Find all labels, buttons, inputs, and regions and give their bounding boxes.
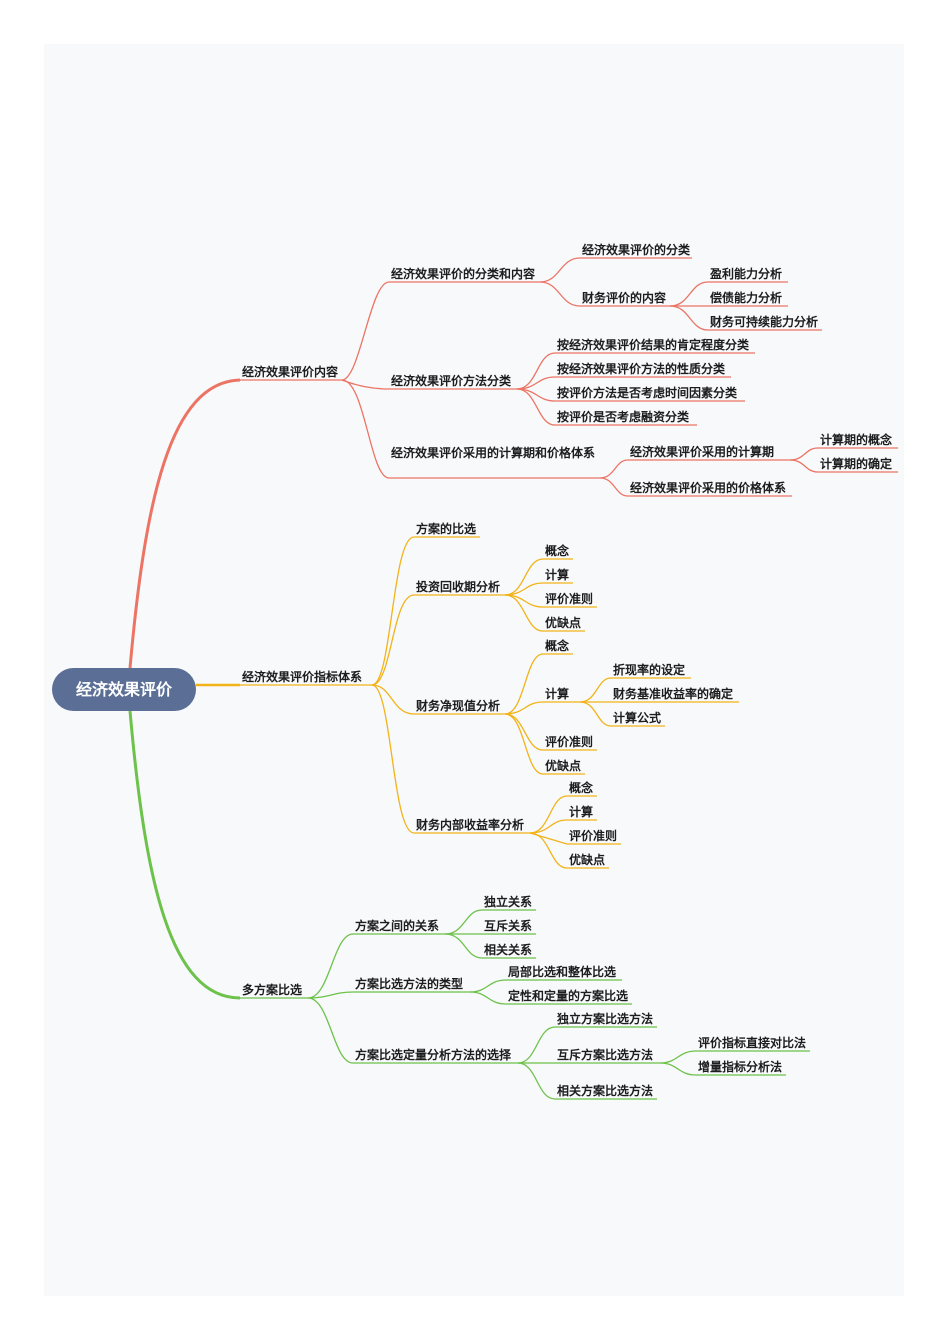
node-b2-c1[interactable]: 方案的比选 <box>416 522 477 536</box>
node-b1-c1-g1[interactable]: 经济效果评价的分类 <box>582 243 691 257</box>
edge <box>517 1062 556 1100</box>
branch-red-edges <box>128 257 898 669</box>
edge <box>529 795 568 834</box>
node-b2-c3-g2-i0[interactable]: 折现率的设定 <box>613 663 686 677</box>
node-b2-c2-i2[interactable]: 评价准则 <box>545 592 594 606</box>
node-b3-c3-g2[interactable]: 互斥方案比选方法 <box>557 1048 654 1062</box>
node-b3-c2-i0[interactable]: 局部比选和整体比选 <box>508 965 617 979</box>
edge <box>529 832 568 869</box>
node-b2-c3-g2-i2[interactable]: 计算公式 <box>613 711 662 725</box>
node-b3-c3-g1[interactable]: 独立方案比选方法 <box>557 1012 654 1026</box>
node-b1-c1-g2-i2[interactable]: 财务可持续能力分析 <box>710 315 819 329</box>
node-b2-c4-i0[interactable]: 概念 <box>569 781 594 795</box>
edge <box>539 257 581 283</box>
edge <box>579 701 612 727</box>
node-b1-c3[interactable]: 经济效果评价采用的计算期和价格体系 <box>391 446 596 460</box>
node-b1-c3-g1-i0[interactable]: 计算期的概念 <box>820 433 893 447</box>
node-b2-c3-g3[interactable]: 评价准则 <box>545 735 594 749</box>
node-b3[interactable]: 多方案比选 <box>242 983 303 997</box>
edge <box>469 979 507 993</box>
node-b2-c4[interactable]: 财务内部收益率分析 <box>416 818 525 832</box>
root-node[interactable]: 经济效果评价 <box>52 668 196 711</box>
edge <box>599 477 629 497</box>
node-b3-c3-g2-i1[interactable]: 增量指标分析法 <box>698 1060 783 1074</box>
edge <box>516 352 556 390</box>
edge <box>504 594 544 632</box>
branch-yellow-edges <box>195 536 739 869</box>
node-b1-c2-i3[interactable]: 按评价是否考虑融资分类 <box>557 410 690 424</box>
node-b3-c3[interactable]: 方案比选定量分析方法的选择 <box>355 1048 512 1062</box>
node-b2-c3-g4[interactable]: 优缺点 <box>545 759 582 773</box>
node-b1[interactable]: 经济效果评价内容 <box>242 365 339 379</box>
edge <box>517 1026 556 1064</box>
edge <box>444 909 483 935</box>
edge <box>341 281 390 381</box>
edge <box>128 710 241 1000</box>
node-b2-c3[interactable]: 财务净现值分析 <box>416 699 501 713</box>
edge <box>669 305 709 331</box>
edge <box>307 933 354 999</box>
edge <box>789 447 819 461</box>
node-b2-c2-i0[interactable]: 概念 <box>545 544 570 558</box>
edge <box>504 653 544 715</box>
node-b3-c1-i0[interactable]: 独立关系 <box>484 895 533 909</box>
edge <box>444 933 483 959</box>
edge <box>469 991 507 1005</box>
node-b1-c3-g2[interactable]: 经济效果评价采用的价格体系 <box>630 481 787 495</box>
node-b2-c2[interactable]: 投资回收期分析 <box>416 580 501 594</box>
node-b3-c1-i1[interactable]: 互斥关系 <box>484 919 533 933</box>
node-b3-c2[interactable]: 方案比选方法的类型 <box>355 977 464 991</box>
branch-green-edges <box>128 710 810 1100</box>
edge <box>371 684 415 715</box>
node-b2-c3-g1[interactable]: 概念 <box>545 639 570 653</box>
node-b3-c1-i2[interactable]: 相关关系 <box>484 943 533 957</box>
canvas-background <box>44 44 904 1296</box>
node-b1-c3-g1[interactable]: 经济效果评价采用的计算期 <box>630 445 775 459</box>
edge <box>128 378 241 669</box>
edge <box>341 379 390 390</box>
edge <box>529 819 568 834</box>
node-b3-c1[interactable]: 方案之间的关系 <box>355 919 440 933</box>
node-b1-c1-g2[interactable]: 财务评价的内容 <box>582 291 667 305</box>
node-b1-c2-i2[interactable]: 按评价方法是否考虑时间因素分类 <box>557 386 738 400</box>
edge <box>669 281 709 307</box>
edge <box>504 713 544 775</box>
node-b1-c1[interactable]: 经济效果评价的分类和内容 <box>391 267 536 281</box>
node-b1-c1-g2-i1[interactable]: 偿债能力分析 <box>710 291 783 305</box>
node-b3-c3-g2-i0[interactable]: 评价指标直接对比法 <box>698 1036 807 1050</box>
edge <box>504 558 544 596</box>
edge <box>516 388 556 426</box>
node-b2[interactable]: 经济效果评价指标体系 <box>242 670 363 684</box>
edge <box>579 677 612 703</box>
edge <box>789 459 819 473</box>
node-b2-c3-g2[interactable]: 计算 <box>545 687 570 701</box>
node-b1-c2-i1[interactable]: 按经济效果评价方法的性质分类 <box>557 362 726 376</box>
node-b2-c3-g2-i1[interactable]: 财务基准收益率的确定 <box>613 687 734 701</box>
edge <box>659 1062 697 1076</box>
edge <box>539 281 581 307</box>
node-b1-c2[interactable]: 经济效果评价方法分类 <box>391 374 512 388</box>
edge <box>504 701 544 715</box>
edge <box>371 594 415 686</box>
edge <box>341 379 390 479</box>
node-b2-c4-i2[interactable]: 评价准则 <box>569 829 618 843</box>
edge <box>371 684 415 834</box>
node-b2-c4-i3[interactable]: 优缺点 <box>569 853 606 867</box>
node-b1-c2-i0[interactable]: 按经济效果评价结果的肯定程度分类 <box>557 338 750 352</box>
node-b1-c3-g1-i1[interactable]: 计算期的确定 <box>820 457 893 471</box>
edge <box>599 459 629 479</box>
node-b1-c1-g2-i0[interactable]: 盈利能力分析 <box>710 267 783 281</box>
edge <box>659 1050 697 1064</box>
node-b2-c4-i1[interactable]: 计算 <box>569 805 594 819</box>
node-b2-c2-i1[interactable]: 计算 <box>545 568 570 582</box>
node-b2-c2-i3[interactable]: 优缺点 <box>545 616 582 630</box>
edge <box>504 713 544 751</box>
node-b3-c3-g3[interactable]: 相关方案比选方法 <box>557 1084 654 1098</box>
edge <box>307 997 354 1064</box>
edge <box>371 536 415 686</box>
node-b3-c2-i1[interactable]: 定性和定量的方案比选 <box>508 989 629 1003</box>
edge <box>307 991 354 999</box>
